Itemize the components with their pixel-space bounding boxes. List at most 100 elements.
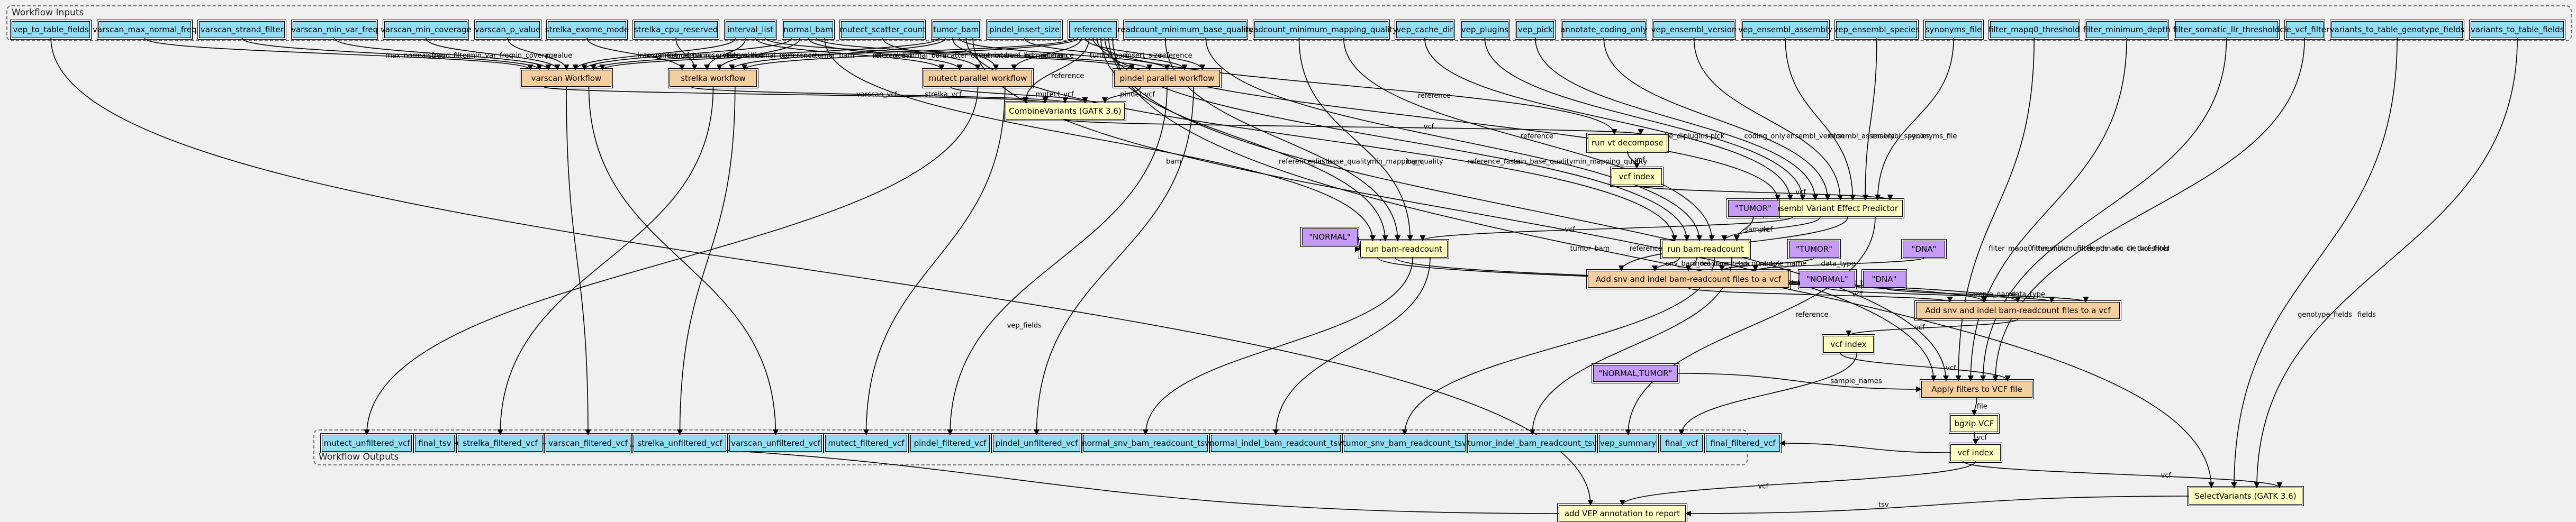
step-strelka[interactable]: strelka workflow [668,68,758,88]
output-pindel-filtered-vcf[interactable]: pindel_filtered_vcf [909,433,991,453]
input-vep-cache-dir[interactable]: vep_cache_dir [1395,20,1455,40]
output-strelka-unfiltered-vcf[interactable]: strelka_unfiltered_vcf [632,433,728,453]
step-index3[interactable]: vcf index [1949,443,2002,463]
edge-strelka-to-strelka-unfiltered-vcf [676,86,736,436]
input-tumor-bam[interactable]: tumor_bam [930,20,981,40]
edge-label: reference [1795,311,1828,319]
input-strelka-cpu-reserved[interactable]: strelka_cpu_reserved [632,20,719,40]
input-interval-list[interactable]: interval_list [724,20,777,40]
step-filter[interactable]: Apply filters to VCF file [1920,379,2034,399]
step-add-normal[interactable]: Add snv and indel bam-readcount files to… [1914,300,2121,320]
input-filter-somatic-llr-threshold[interactable]: filter_somatic_llr_threshold [2173,20,2280,40]
output-final-tsv[interactable]: final_tsv [413,433,456,453]
step-index1[interactable]: vcf index [1610,167,1664,187]
input-readcount-minimum-mapping-quality[interactable]: readcount_minimum_mapping_quality [1245,20,1397,40]
step-dna-const2[interactable]: "DNA" [1861,269,1907,289]
input-readcount-minimum-base-quality[interactable]: readcount_minimum_base_quality [1118,20,1253,40]
edge-label: tsv [1878,501,1889,509]
input-varscan-min-coverage[interactable]: varscan_min_coverage [381,20,472,40]
output-tumor-indel-bam-readcount-tsv[interactable]: tumor_indel_bam_readcount_tsv [1467,433,1597,453]
edge-index2-to-filter [1839,352,2011,382]
edge-label: vcf [1762,226,1773,234]
edge-reference-to-pindel [1084,38,1206,71]
output-vep-summary[interactable]: vep_summary [1597,433,1659,453]
edge-label: vcf [1852,291,1863,299]
edge-varscan-to-combine [543,86,1048,104]
edge-tumor-bam-to-tumor-rc [965,38,1678,242]
output-varscan-filtered-vcf[interactable]: varscan_filtered_vcf [544,433,632,453]
step-add-tumor[interactable]: Add snv and indel bam-readcount files to… [1586,269,1791,289]
edge-label: do_cle_vcf_filter [2114,245,2170,253]
step-select[interactable]: SelectVariants (GATK 3.6) [2187,486,2304,506]
edge-reference-to-normal-rc [1100,38,1388,242]
step-bgzip[interactable]: bgzip VCF [1949,414,2000,434]
step-dna-const[interactable]: "DNA" [1901,239,1947,259]
output-mutect-unfiltered-vcf[interactable]: mutect_unfiltered_vcf [320,433,413,453]
edge-label: reference [1418,92,1451,100]
input-filter-minimum-depth[interactable]: filter_minimum_depth [2083,20,2170,40]
input-vep-ensembl-species[interactable]: vep_ensembl_species [1833,20,1920,40]
input-mutect-scatter-count[interactable]: mutect_scatter_count [839,20,926,40]
edge-filter-minimum-depth-to-filter [1967,38,2127,382]
output-varscan-unfiltered-vcf[interactable]: varscan_unfiltered_vcf [728,433,824,453]
input-varscan-min-var-freq[interactable]: varscan_min_var_freq [291,20,378,40]
input-vep-ensembl-assembly[interactable]: vep_ensembl_assembly [1738,20,1832,40]
step-mutect[interactable]: mutect parallel workflow [922,68,1034,88]
output-strelka-filtered-vcf[interactable]: strelka_filtered_vcf [456,433,544,453]
input-varscan-max-normal-freq[interactable]: varscan_max_normal_freq [93,20,197,40]
input-synonyms-file[interactable]: synonyms_file [1923,20,1984,40]
step-decompose[interactable]: run vt decompose [1586,133,1669,153]
step-varscan[interactable]: varscan Workflow [520,68,613,88]
output-tumor-snv-bam-readcount-tsv[interactable]: tumor_snv_bam_readcount_tsv [1342,433,1467,453]
edge-varscan-max-normal-freq-to-varscan [144,38,534,71]
output-mutect-filtered-vcf[interactable]: mutect_filtered_vcf [824,433,909,453]
edge-label: interval_list [638,52,677,60]
step-combine[interactable]: CombineVariants (GATK 3.6) [1004,101,1126,121]
step-vep[interactable]: Ensembl Variant Effect Predictor [1764,198,1904,218]
step-normal-rc[interactable]: run bam-readcount [1359,239,1449,259]
edge-readcount-minimum-base-quality-to-normal-rc [1164,38,1401,242]
output-pindel-unfiltered-vcf[interactable]: pindel_unfiltered_vcf [991,433,1082,453]
edge-normal-const-to-normal-rc [1354,236,1361,252]
input-varscan-p-value[interactable]: varscan_p_value [474,20,541,40]
step-normal-const2[interactable]: "NORMAL" [1798,269,1857,289]
edge-label: sample [1745,226,1769,234]
input-reference[interactable]: reference [1068,20,1118,40]
input-normal-bam[interactable]: normal_bam [781,20,835,40]
step-normal-const[interactable]: "NORMAL" [1300,227,1359,247]
input-annotate-coding-only[interactable]: annotate_coding_only [1560,20,1647,40]
output-final-filtered-vcf[interactable]: final_filtered_vcf [1704,433,1782,453]
output-normal-indel-bam-readcount-tsv[interactable]: normal_indel_bam_readcount_tsv [1209,433,1342,453]
step-normal-tumor-const[interactable]: "NORMAL,TUMOR" [1592,363,1679,383]
input-pindel-insert-size[interactable]: pindel_insert_size [986,20,1063,40]
step-tumor-const[interactable]: "TUMOR" [1727,198,1780,218]
step-pindel[interactable]: pindel parallel workflow [1113,68,1222,88]
input-vep-plugins[interactable]: vep_plugins [1459,20,1511,40]
edge-vep-pick-to-vep [1535,38,1819,201]
input-vep-pick[interactable]: vep_pick [1515,20,1556,40]
input-filter-mapq0-threshold[interactable]: filter_mapq0_threshold [1989,20,2080,40]
edge-label: ensembl_version [1786,133,1845,141]
input-vep-ensembl-version[interactable]: vep_ensembl_version [1651,20,1737,40]
input-vep-to-table-fields[interactable]: vep_to_table_fields [10,20,92,40]
output-normal-snv-bam-readcount-tsv[interactable]: normal_snv_bam_readcount_tsv [1082,433,1209,453]
edge-vep-cache-dir-to-vep [1424,38,1793,201]
edge-strelka-to-combine [691,86,1068,104]
edge-mutect-to-mutect-filtered-vcf [863,86,1006,436]
edge-readcount-minimum-mapping-quality-to-tumor-rc [1343,38,1715,242]
input-varscan-strand-filter[interactable]: varscan_strand_filter [197,20,287,40]
input-strelka-exome-mode[interactable]: strelka_exome_mode [545,20,629,40]
input-cle-vcf-filter[interactable]: cle_vcf_filter [2280,20,2329,40]
step-tumor-const2[interactable]: "TUMOR" [1787,239,1841,259]
step-add-vep-report[interactable]: add VEP annotation to report [1557,503,1687,522]
edge-decompose-to-index1 [1627,151,1640,169]
edge-variants-to-table-fields-to-select [2254,38,2518,489]
edge-reference-to-varscan [599,38,1074,71]
step-index2[interactable]: vcf index [1822,334,1875,354]
step-tumor-rc[interactable]: run bam-readcount [1660,239,1751,259]
input-variants-to-table-fields[interactable]: variants_to_table_fields [2469,20,2565,40]
edge-cle-vcf-filter-to-filter [1992,38,2306,382]
edge-normal-tumor-const-to-filter [1677,373,1922,392]
input-variants-to-table-genotype-fields[interactable]: variants_to_table_genotype_fields [2330,20,2465,40]
output-final-vcf[interactable]: final_vcf [1659,433,1704,453]
